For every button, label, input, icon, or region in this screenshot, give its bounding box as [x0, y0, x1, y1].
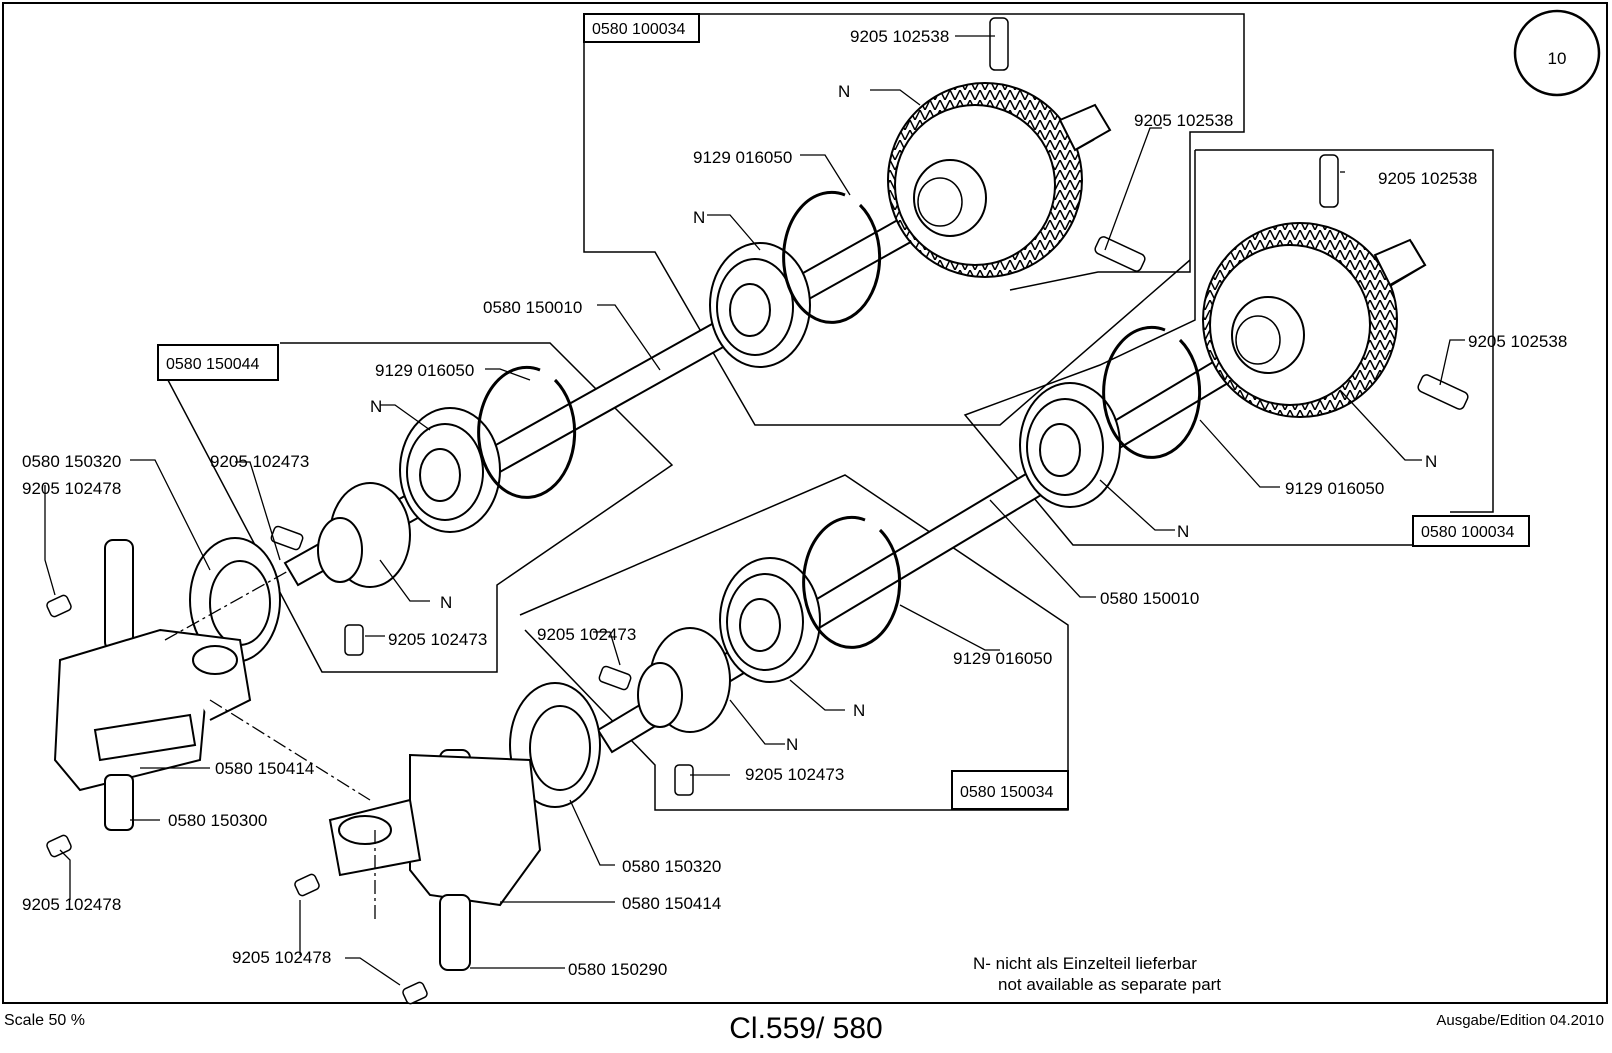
circlip-right	[1102, 325, 1202, 459]
label-pin-lower: 0580 150290	[568, 960, 667, 979]
right-gear-group-outline-left	[963, 150, 1420, 546]
page-number-badge: 10	[1513, 9, 1601, 97]
label-set-screw-top-gear-top: 9205 102538	[850, 27, 949, 46]
group-label-left-bearing: 0580 150044	[166, 356, 260, 373]
set-screw-lower-a-icon	[294, 873, 320, 897]
collar-left	[317, 482, 411, 588]
label-pin-left: 0580 150300	[168, 811, 267, 830]
gear-top	[887, 82, 1112, 278]
label-washer-lower: 0580 150320	[622, 857, 721, 876]
right-gear-group-outline	[1195, 149, 1494, 513]
legend-line-2: not available as separate part	[998, 975, 1221, 994]
scale-text: Scale 50 %	[4, 1012, 85, 1029]
set-screw-lower-collar-a-icon	[598, 665, 632, 691]
label-block-left: 0580 150414	[215, 759, 314, 778]
label-shaft-right: 0580 150010	[1100, 589, 1199, 608]
bearing-top	[709, 242, 811, 368]
label-set-screw-lower: 9205 102478	[232, 948, 331, 967]
blocks	[53, 539, 542, 971]
n-marker: N	[838, 82, 850, 101]
gear-right	[1202, 222, 1427, 418]
collars	[317, 482, 731, 733]
washer-left	[189, 537, 281, 663]
legend-line-1: N- nicht als Einzelteil lieferbar	[973, 954, 1197, 973]
centre-lines	[164, 569, 376, 920]
n-marker: N	[693, 208, 705, 227]
block-lower	[328, 749, 542, 971]
n-marker: N	[786, 735, 798, 754]
label-set-screw-lower-collar-b: 9205 102473	[745, 765, 844, 784]
set-screw-right-gear-side-icon	[1417, 374, 1469, 410]
label-set-screw-right-gear-side: 9205 102538	[1468, 332, 1567, 351]
group-boxes: 0580 100034 0580 100034 0580 150044 0580…	[157, 13, 1530, 810]
label-set-screw-top-gear-side: 9205 102538	[1134, 111, 1233, 130]
label-block-lower: 0580 150414	[622, 894, 721, 913]
set-screw-top-gear-side-icon	[1094, 236, 1146, 272]
exploded-parts-diagram: 10	[22, 9, 1601, 1005]
bearing-right	[1019, 382, 1121, 508]
set-screw-left-collar-a-icon	[270, 525, 304, 551]
set-screw-left-a-icon	[46, 594, 72, 618]
set-screw-lower-b-icon	[402, 981, 428, 1005]
group-label-lower-bearing: 0580 150034	[960, 784, 1054, 801]
left-bearing-group-outline	[159, 342, 674, 673]
set-screw-top-gear-top-icon	[989, 17, 1009, 71]
label-circlip-lower: 9129 016050	[953, 649, 1052, 668]
label-circlip-left: 9129 016050	[375, 361, 474, 380]
n-marker: N	[370, 397, 382, 416]
n-marker: N	[1177, 522, 1189, 541]
circlip-lower	[802, 515, 902, 649]
page-number: 10	[1548, 49, 1567, 68]
edition-text: Ausgabe/Edition 04.2010	[1436, 1012, 1604, 1029]
circlip-top	[782, 190, 882, 324]
set-screw-lower-collar-b-icon	[674, 764, 694, 796]
label-set-screw-left-collar-a: 9205 102473	[210, 452, 309, 471]
circlip-left	[477, 365, 577, 499]
block-left	[53, 539, 252, 831]
top-gear-group-outline	[584, 13, 1245, 291]
label-set-screw-left-collar-b: 9205 102473	[388, 630, 487, 649]
model-title: Cl.559/ 580	[729, 1012, 883, 1045]
n-marker: N	[440, 593, 452, 612]
washers	[189, 537, 601, 808]
label-set-screw-left-b: 9205 102478	[22, 895, 121, 914]
group-label-top-gear: 0580 100034	[592, 21, 686, 38]
label-circlip-top: 9129 016050	[693, 148, 792, 167]
circlips	[477, 190, 1202, 649]
bearings	[399, 242, 1121, 683]
label-set-screw-lower-collar-a: 9205 102473	[537, 625, 636, 644]
set-screw-left-b-icon	[46, 834, 72, 858]
group-label-right-gear: 0580 100034	[1421, 524, 1515, 541]
set-screw-left-collar-b-icon	[344, 624, 364, 656]
bearing-left	[399, 407, 501, 533]
n-marker: N	[853, 701, 865, 720]
set-screw-right-gear-top-icon	[1319, 154, 1339, 208]
part-labels: 9205 102538 N 9205 102538 9129 016050 92…	[22, 27, 1567, 979]
label-circlip-right: 9129 016050	[1285, 479, 1384, 498]
drawing-frame	[2, 2, 1608, 1004]
bearing-lower	[719, 557, 821, 683]
n-marker: N	[1425, 452, 1437, 471]
set-screws	[46, 17, 1469, 1005]
leader-lines	[44, 35, 1465, 986]
label-shaft-top: 0580 150010	[483, 298, 582, 317]
label-set-screw-right-gear-top: 9205 102538	[1378, 169, 1477, 188]
label-set-screw-left-a: 9205 102478	[22, 479, 121, 498]
label-washer-left: 0580 150320	[22, 452, 121, 471]
collar-lower	[637, 627, 731, 733]
legend: N- nicht als Einzelteil lieferbar not av…	[973, 954, 1221, 994]
